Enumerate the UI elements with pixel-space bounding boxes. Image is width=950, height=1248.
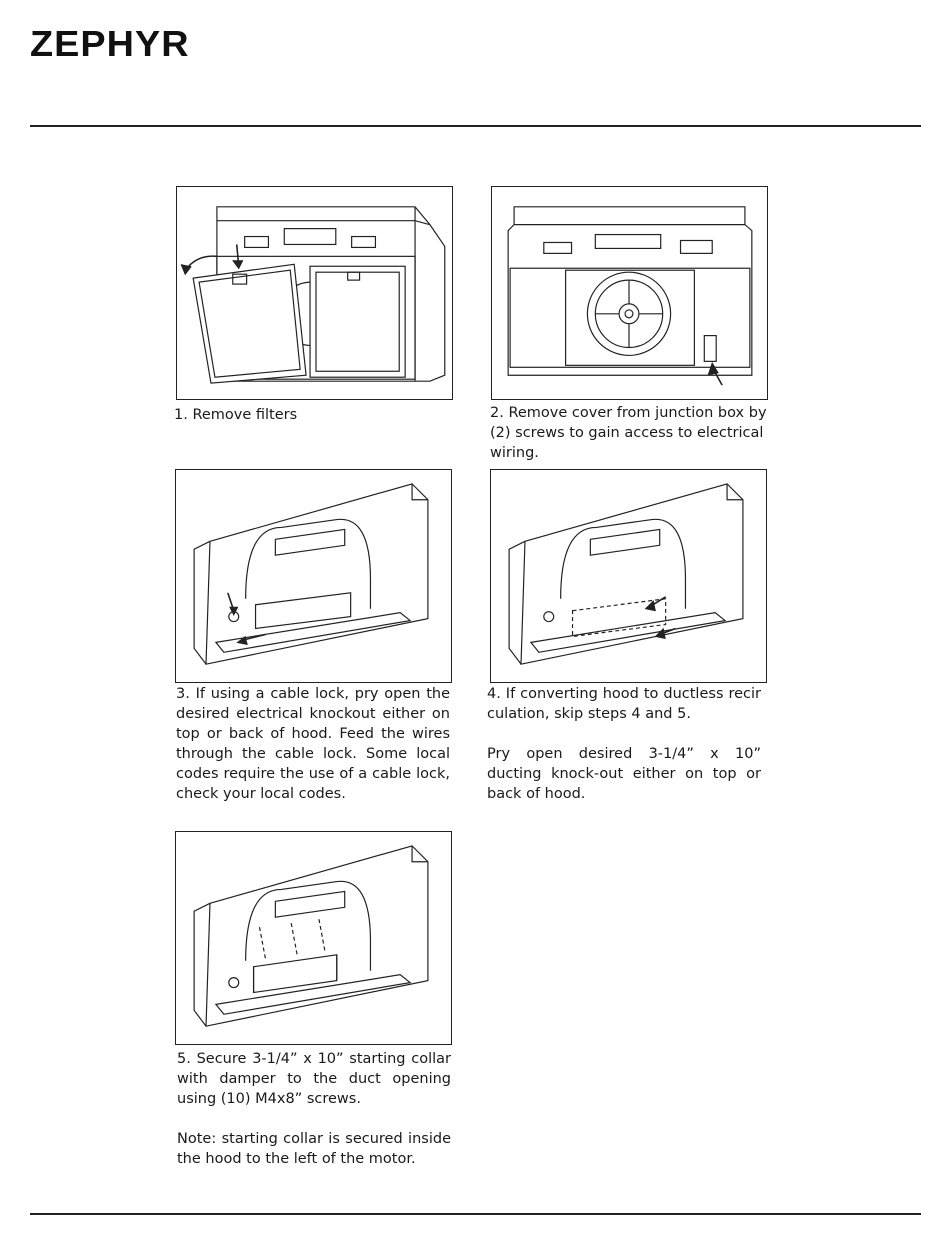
step-2-illustration	[491, 186, 768, 400]
step-1-illustration	[176, 186, 453, 400]
step-3-illustration	[175, 469, 452, 683]
step-2-caption: 2. Remove cover from junction box by (2)…	[490, 405, 767, 461]
step-5-caption: 5. Secure 3-1/4” x 10” starting collar w…	[177, 1051, 451, 1167]
step-4-illustration	[490, 469, 767, 683]
header-divider	[30, 125, 921, 127]
step-1-caption: 1. Remove filters	[174, 407, 298, 423]
step-3-caption: 3. If using a cable lock, pry open the d…	[176, 686, 450, 802]
footer-divider	[30, 1213, 921, 1215]
step-4-caption: 4. If converting hood to ductless recir …	[487, 686, 761, 802]
zephyr-logo: ZEPHYR	[30, 23, 190, 64]
step-5-illustration	[175, 831, 452, 1045]
